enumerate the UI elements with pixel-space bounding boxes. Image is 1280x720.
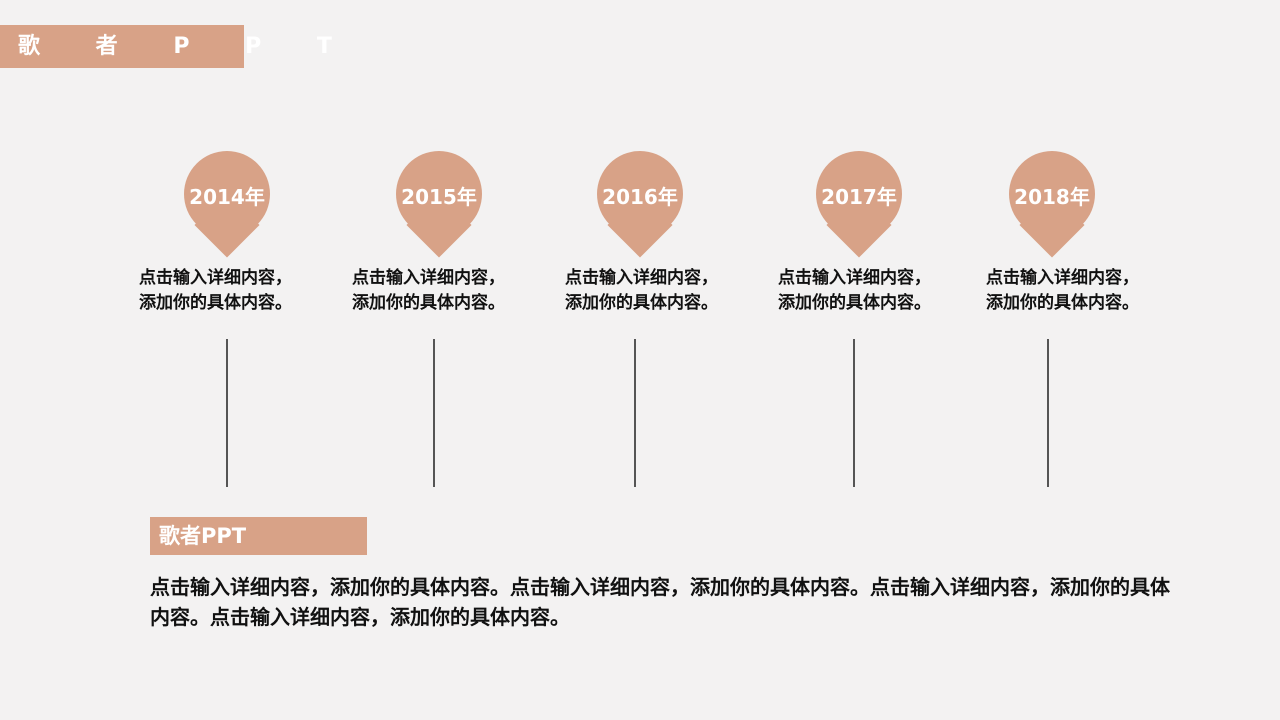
milestone-description: 点击输入详细内容， 添加你的具体内容。: [352, 266, 552, 316]
milestone-year: 2015年: [401, 185, 477, 209]
milestone-description-line: 添加你的具体内容。: [986, 293, 1139, 313]
map-pin-icon: 2014年: [184, 151, 270, 237]
timeline-connector-line: [634, 339, 636, 487]
timeline-connector-line: [433, 339, 435, 487]
milestone-description: 点击输入详细内容， 添加你的具体内容。: [139, 266, 339, 316]
milestone-year: 2014年: [189, 185, 265, 209]
section-title: 歌者PPT: [150, 517, 367, 555]
brand-tag: 歌 者 P P T: [0, 25, 332, 68]
milestone-description-line: 添加你的具体内容。: [565, 293, 718, 313]
map-pin-icon: 2016年: [597, 151, 683, 237]
timeline-connector-line: [226, 339, 228, 487]
map-pin-icon: 2018年: [1009, 151, 1095, 237]
timeline-connector-line: [853, 339, 855, 487]
milestone-description-line: 点击输入详细内容，: [986, 268, 1139, 288]
milestone-description-line: 添加你的具体内容。: [352, 293, 505, 313]
milestone-description-line: 添加你的具体内容。: [139, 293, 292, 313]
milestone-year: 2016年: [602, 185, 678, 209]
milestone-year: 2018年: [1014, 185, 1090, 209]
map-pin-icon: 2017年: [816, 151, 902, 237]
milestone-year: 2017年: [821, 185, 897, 209]
milestone-description-line: 点击输入详细内容，: [352, 268, 505, 288]
timeline-connector-line: [1047, 339, 1049, 487]
map-pin-icon: 2015年: [396, 151, 482, 237]
milestone-description-line: 点击输入详细内容，: [139, 268, 292, 288]
milestone-description: 点击输入详细内容， 添加你的具体内容。: [986, 266, 1186, 316]
section-body-text: 点击输入详细内容，添加你的具体内容。点击输入详细内容，添加你的具体内容。点击输入…: [150, 575, 1170, 629]
milestone-description-line: 添加你的具体内容。: [778, 293, 931, 313]
milestone-description-line: 点击输入详细内容，: [778, 268, 931, 288]
milestone-description: 点击输入详细内容， 添加你的具体内容。: [778, 266, 978, 316]
milestone-description: 点击输入详细内容， 添加你的具体内容。: [565, 266, 765, 316]
milestone-description-line: 点击输入详细内容，: [565, 268, 718, 288]
